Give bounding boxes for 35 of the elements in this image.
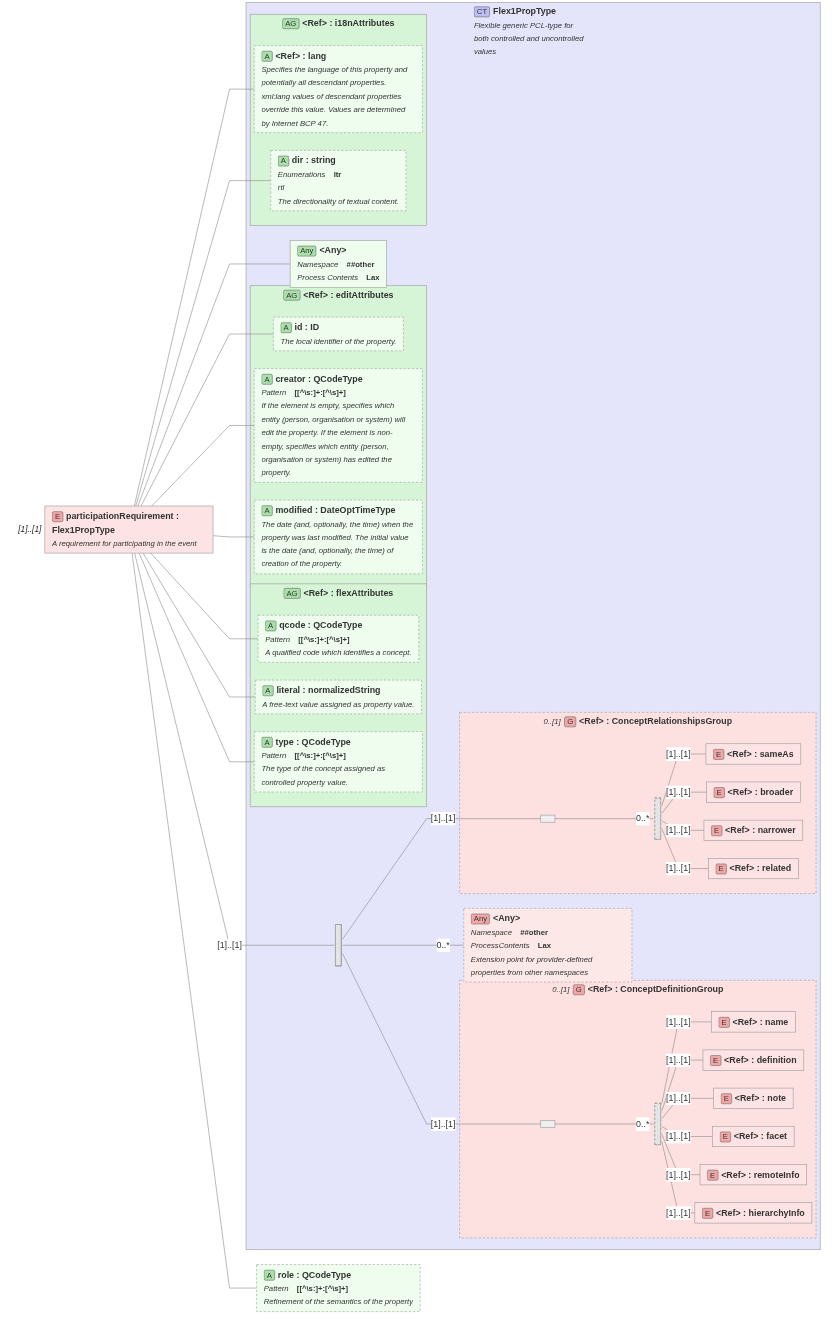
- connector: [661, 1059, 704, 1112]
- node-box: [540, 814, 556, 823]
- connector: [143, 552, 256, 698]
- connector: [661, 753, 707, 806]
- connector: [132, 552, 258, 1289]
- edge-label: 0..*: [636, 813, 650, 824]
- connector: [134, 88, 255, 507]
- edge-label: [1]..[1]: [666, 748, 691, 759]
- connector: [151, 425, 255, 507]
- edge-label: [1]..[1]: [666, 1016, 691, 1027]
- connector: [554, 1123, 655, 1125]
- edge-label: [1]..[1]: [430, 1118, 456, 1129]
- edge-label: [1]..[1]: [666, 786, 691, 797]
- edge-label: [1]..[1]: [666, 1054, 691, 1065]
- edge-label: [1]..[1]: [666, 1169, 691, 1180]
- multiplicity-label: [1]..[1]: [18, 524, 42, 535]
- edge-label: [1]..[1]: [666, 1092, 691, 1103]
- connector: [661, 1021, 712, 1104]
- edge-label: [1]..[1]: [666, 863, 691, 874]
- connector: [150, 552, 259, 640]
- connector: [342, 818, 542, 940]
- edge-label: [1]..[1]: [430, 813, 456, 824]
- connector: [139, 552, 255, 763]
- connector: [212, 535, 255, 538]
- connector: [554, 818, 655, 819]
- edge-label: [1]..[1]: [666, 1131, 691, 1142]
- edge-label: [1]..[1]: [666, 824, 691, 835]
- connector: [134, 552, 335, 946]
- connector: [342, 953, 542, 1125]
- node-box: [540, 1120, 556, 1128]
- connector: [342, 944, 465, 946]
- edge-label: [1]..[1]: [666, 1207, 691, 1218]
- edge-label: 0..*: [636, 1118, 650, 1129]
- edge-label: [1]..[1]: [217, 939, 243, 950]
- edge-label: 0..*: [436, 939, 450, 950]
